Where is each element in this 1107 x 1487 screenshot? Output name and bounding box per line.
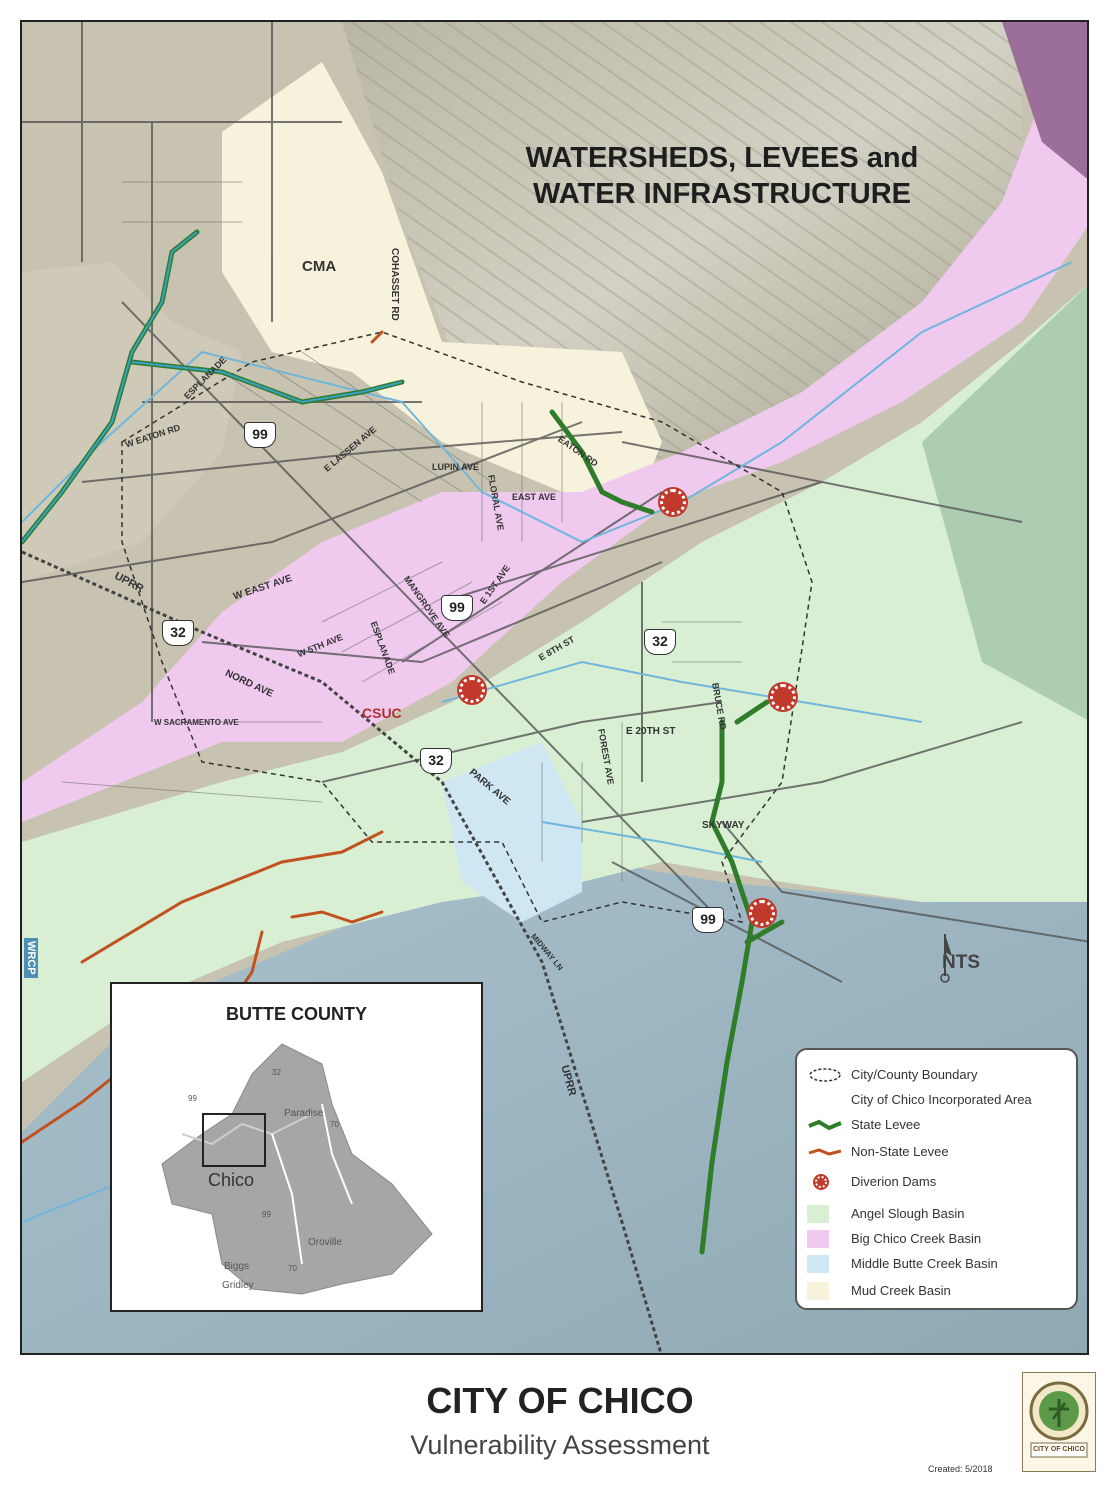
city-logo: CITY OF CHICO [1022,1372,1096,1472]
page-title: CITY OF CHICO [426,1380,694,1421]
inset-hwy-label: 99 [262,1210,271,1219]
diversion-dam-icon[interactable] [459,677,485,703]
diversion-dam-icon[interactable] [660,489,686,515]
inset-hwy-label: 70 [330,1120,339,1129]
label-lupin-ave: LUPIN AVE [432,462,480,472]
label-cohasset-rd: COHASSET RD [389,248,400,321]
map-legend: City/County Boundary City of Chico Incor… [795,1048,1078,1310]
label-csuc: CSUC [362,705,402,721]
map-title-line2: WATER INFRASTRUCTURE [532,178,912,210]
inset-hwy-label: 70 [288,1264,297,1273]
legend-label: Diverion Dams [851,1174,937,1189]
label-w-sacramento-ave: W SACRAMENTO AVE [154,718,239,727]
mud-creek-swatch [807,1282,829,1300]
orange-line-icon [808,1148,842,1156]
inset-label-gridley: Gridley [222,1280,254,1291]
legend-label: Non-State Levee [851,1144,949,1159]
highway-99-shield: 99 [692,907,724,933]
legend-item: City of Chico Incorporated Area [807,1089,1072,1111]
label-east-ave: EAST AVE [512,492,557,502]
label-cma: CMA [302,258,337,275]
legend-label: Big Chico Creek Basin [851,1231,982,1246]
inset-label-oroville: Oroville [308,1237,342,1248]
legend-item: Middle Butte Creek Basin [807,1253,1072,1275]
legend-label: State Levee [851,1117,921,1132]
legend-item: Mud Creek Basin [807,1280,1072,1302]
diversion-dam-icon[interactable] [749,900,775,926]
inset-hwy-label: 32 [272,1068,281,1077]
legend-label: City/County Boundary [851,1067,978,1082]
highway-99-shield: 99 [244,422,276,448]
inset-title: BUTTE COUNTY [226,1004,367,1024]
legend-item: Non-State Levee [807,1141,1072,1163]
map-title-line1: WATERSHEDS, LEVEES and [525,142,919,174]
legend-label: Middle Butte Creek Basin [851,1256,998,1271]
north-arrow-label: NTS [942,952,980,973]
butte-county-shape [161,1043,433,1295]
inset-label-biggs: Biggs [224,1261,250,1272]
dashed-outline-icon [809,1068,841,1082]
highway-32-shield: 32 [420,748,452,774]
north-arrow-icon [940,934,952,983]
inset-label-paradise: Paradise [284,1108,324,1119]
big-chico-swatch [807,1230,829,1248]
diversion-dam-icon[interactable] [770,684,796,710]
created-date: Created: 5/2018 [928,1464,993,1474]
legend-label: Angel Slough Basin [851,1206,965,1221]
city-logo-text: CITY OF CHICO [1033,1446,1085,1453]
label-e-20th-st: E 20TH ST [626,726,676,737]
highway-32-shield: 32 [162,620,194,646]
map-title: WATERSHEDS, LEVEES and WATER INFRASTRUCT… [462,140,982,212]
inset-label-chico: Chico [208,1170,255,1190]
legend-item: Diverion Dams [807,1171,1072,1193]
legend-item: Angel Slough Basin [807,1203,1072,1225]
legend-item: State Levee [807,1114,1072,1136]
highway-99-shield: 99 [441,595,473,621]
dam-icon [813,1174,829,1190]
label-wrcp: WRCP [24,938,38,978]
legend-label: City of Chico Incorporated Area [851,1092,1032,1107]
angel-slough-swatch [807,1205,829,1223]
label-skyway: SKYWAY [702,820,745,831]
legend-item: City/County Boundary [807,1064,1072,1086]
highway-32-shield: 32 [644,629,676,655]
page-subtitle: Vulnerability Assessment [410,1430,710,1460]
green-line-icon [808,1119,842,1131]
city-seal-icon [1029,1381,1089,1458]
inset-map: BUTTE COUNTY Chico Paradise Oroville Big… [110,982,483,1312]
inset-hwy-label: 99 [188,1094,197,1103]
legend-item: Big Chico Creek Basin [807,1228,1072,1250]
legend-label: Mud Creek Basin [851,1283,951,1298]
middle-butte-swatch [807,1255,829,1273]
